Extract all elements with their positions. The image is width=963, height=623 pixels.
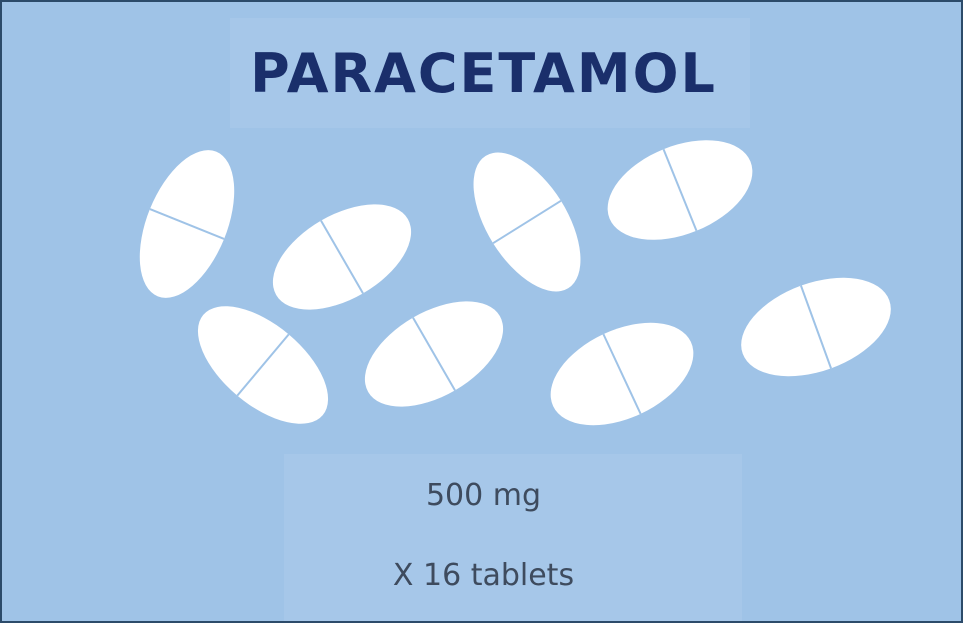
tablet [550, 322, 694, 426]
product-quantity: X 16 tablets [392, 558, 575, 593]
text-panel [284, 454, 742, 621]
tablet [197, 306, 329, 424]
tablet [607, 140, 753, 240]
tablet [741, 277, 891, 377]
tablet [473, 152, 581, 292]
tablet [272, 204, 412, 310]
tablet [139, 150, 235, 298]
tablet [364, 301, 504, 407]
product-title: PARACETAMOL [250, 42, 717, 105]
title-panel [230, 18, 750, 128]
product-strength: 500 mg [425, 478, 542, 513]
